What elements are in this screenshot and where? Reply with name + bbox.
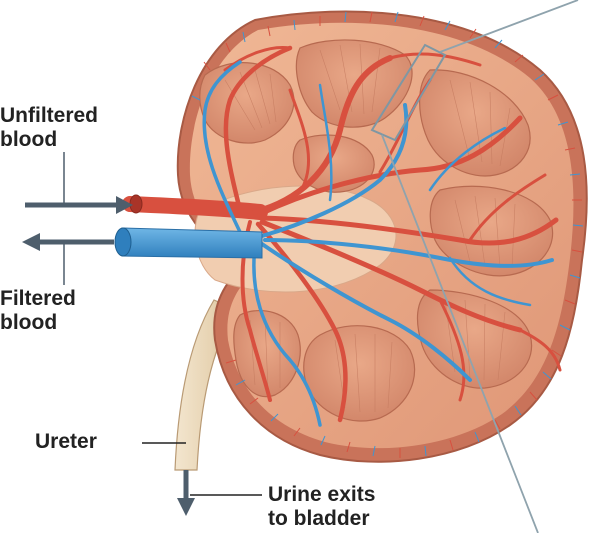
- filtered-line-2: blood: [0, 311, 76, 335]
- urine-line-2: to bladder: [268, 507, 375, 531]
- urine-exit-label: Urine exits to bladder: [268, 483, 375, 531]
- filtered-blood-arrow: [22, 233, 114, 251]
- urine-line-1: Urine exits: [268, 483, 375, 507]
- filtered-line-1: Filtered: [0, 287, 76, 311]
- unfiltered-line-1: Unfiltered: [0, 104, 98, 128]
- unfiltered-blood-label: Unfiltered blood: [0, 104, 98, 152]
- unfiltered-blood-arrow: [25, 196, 133, 214]
- unfiltered-line-2: blood: [0, 128, 98, 152]
- ureter-label: Ureter: [35, 430, 97, 454]
- urine-exit-arrow: [177, 470, 262, 516]
- renal-vein: [122, 228, 262, 258]
- renal-artery-opening: [130, 195, 142, 213]
- renal-vein-opening: [115, 228, 131, 256]
- pointer-line-top: [440, 0, 578, 52]
- filtered-blood-label: Filtered blood: [0, 287, 76, 335]
